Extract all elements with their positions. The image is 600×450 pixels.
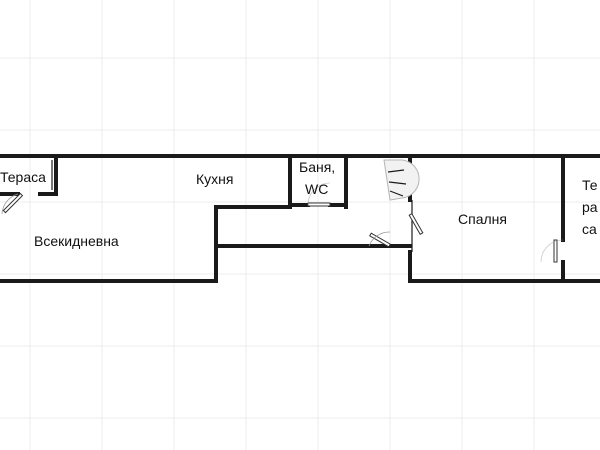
right-room-label-line3: са [582,221,597,237]
doors [1,182,564,263]
partitions [51,160,413,252]
bathroom-door [307,182,331,207]
bedroom-door [408,213,424,235]
right-room-label-line1: Те [582,177,598,193]
bathroom-label-line2: WC [305,181,328,197]
right-room-label-line2: ра [582,199,598,215]
kitchen-label: Кухня [196,171,233,187]
bedroom-label: Спалня [458,211,507,227]
terrace-left-label: Тераса [0,169,46,185]
right-room-door [540,239,564,263]
living-room-label: Всекидневна [34,233,119,249]
spiral-staircase [383,159,420,201]
bathroom-label-line1: Баня, [299,159,335,175]
walls [0,154,600,283]
terrace-door [1,192,24,215]
room-labels: Тераса Кухня Баня, WC Всекидневна Спалня… [0,159,598,249]
corridor-door [368,231,391,248]
